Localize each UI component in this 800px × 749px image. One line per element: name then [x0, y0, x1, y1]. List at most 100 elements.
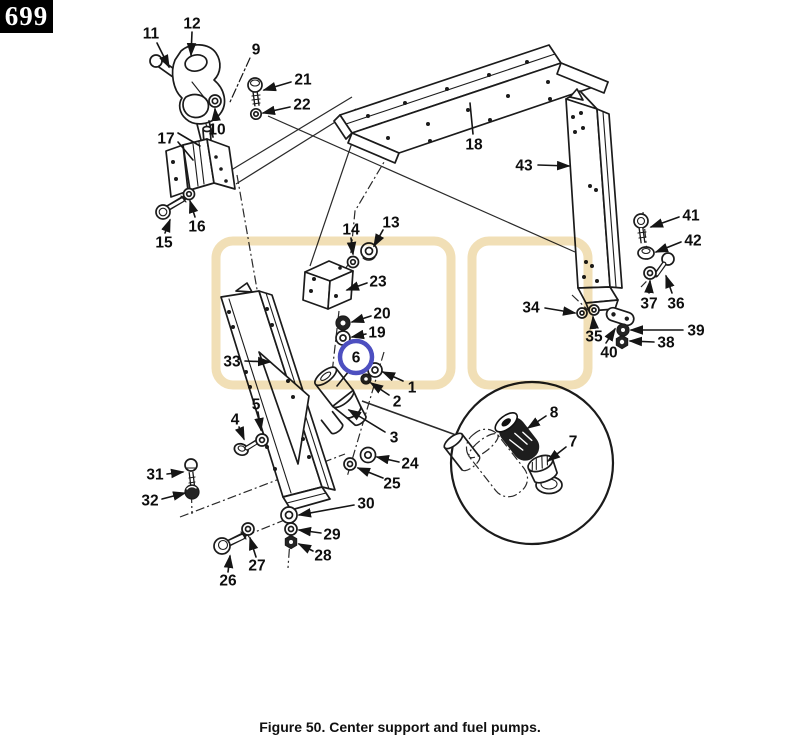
leader-line-2 [369, 382, 390, 396]
leader-line-4 [234, 426, 245, 441]
leader-line-14 [346, 237, 357, 256]
part-label-25: 25 [383, 476, 401, 493]
leader-line-18 [469, 102, 474, 135]
part-label-29: 29 [323, 527, 341, 544]
leader-line-17 [177, 141, 194, 161]
part-label-3: 3 [390, 430, 399, 447]
part-label-4: 4 [231, 412, 240, 429]
part-label-16: 16 [188, 219, 206, 236]
part-label-9: 9 [252, 42, 261, 59]
leader-line-22 [261, 105, 291, 116]
leader-line-5 [254, 411, 264, 432]
figure-caption: Figure 50. Center support and fuel pumps… [259, 719, 541, 735]
part-label-32: 32 [141, 493, 158, 510]
part-hook-nut [208, 94, 222, 108]
leader-line-35 [589, 315, 599, 330]
part-nut-16 [182, 187, 196, 201]
detail-inset-circle [443, 380, 615, 546]
leader-line-25 [356, 467, 384, 479]
part-bolt-21 [247, 77, 263, 107]
leader-line-3 [347, 409, 386, 433]
highlight-circle [337, 338, 375, 376]
leader-line-10 [211, 107, 221, 122]
part-label-5: 5 [252, 397, 261, 414]
part-label-22: 22 [293, 97, 310, 114]
leader-line-13 [373, 229, 385, 248]
leader-line-31 [166, 468, 185, 479]
part-label-36: 36 [667, 296, 685, 313]
part-label-21: 21 [294, 72, 312, 89]
part-filter-element-8 [494, 412, 540, 461]
leader-line-34 [544, 306, 577, 316]
leader-line-33 [244, 356, 272, 367]
leader-line-30 [297, 504, 355, 518]
part-center-support-33 [220, 282, 336, 511]
part-label-38: 38 [657, 335, 675, 352]
part-label-18: 18 [465, 137, 483, 154]
leader-line-36 [665, 274, 675, 294]
leader-line-17 [177, 132, 201, 147]
leader-line-15 [161, 218, 171, 234]
leader-line-37 [644, 279, 654, 294]
part-label-41: 41 [682, 208, 700, 225]
part-label-7: 7 [569, 434, 578, 451]
part-label-15: 15 [155, 235, 173, 252]
part-label-6: 6 [352, 350, 361, 367]
leader-line-20 [350, 313, 372, 323]
leader-line-11 [156, 42, 170, 69]
leader-line-1 [381, 371, 404, 382]
part-label-40: 40 [600, 345, 617, 362]
watermark-rounded-rect [467, 236, 593, 390]
part-nut-22 [249, 107, 263, 121]
leader-line-41 [649, 216, 680, 228]
leader-line-21 [262, 81, 292, 92]
leader-line-6 [336, 370, 350, 387]
part-label-19: 19 [368, 325, 386, 342]
leader-line-42 [654, 241, 682, 253]
leader-line-12 [186, 31, 197, 57]
part-label-10: 10 [208, 122, 225, 139]
part-right-support-channel-43 [565, 88, 623, 312]
watermark-rounded-rect [211, 236, 456, 390]
leader-line-28 [297, 543, 314, 554]
watermark-layer [211, 236, 593, 390]
part-label-39: 39 [687, 323, 705, 340]
part-label-33: 33 [223, 354, 241, 371]
part-label-12: 12 [183, 16, 200, 33]
part-label-43: 43 [515, 158, 533, 175]
part-label-26: 26 [219, 573, 237, 590]
part-label-42: 42 [684, 233, 701, 250]
part-label-20: 20 [373, 306, 390, 323]
part-label-8: 8 [550, 405, 559, 422]
part-mounting-bracket-23 [302, 260, 354, 310]
leader-line-27 [249, 536, 259, 558]
leader-line-19 [350, 329, 367, 340]
part-label-13: 13 [382, 215, 400, 232]
part-label-1: 1 [408, 380, 417, 397]
leader-line-24 [375, 454, 400, 465]
leader-line-7 [546, 446, 567, 462]
leader-line-16 [188, 199, 199, 218]
leader-line-23 [345, 281, 368, 291]
part-label-34: 34 [522, 300, 540, 317]
leader-line-38 [628, 336, 655, 347]
leader-line-32 [161, 491, 187, 501]
part-label-14: 14 [342, 222, 360, 239]
part-label-11: 11 [143, 26, 160, 43]
part-clevis-bracket [165, 125, 236, 198]
leader-line-40 [604, 327, 616, 344]
part-cap-7 [527, 454, 563, 495]
leader-line-29 [297, 526, 322, 537]
page-number-badge: 699 [0, 0, 53, 33]
part-label-24: 24 [401, 456, 419, 473]
part-label-35: 35 [585, 329, 603, 346]
leader-line-43 [537, 160, 571, 171]
part-label-30: 30 [357, 496, 374, 513]
part-label-2: 2 [393, 394, 402, 411]
part-label-31: 31 [146, 467, 164, 484]
hardware-bottom [184, 433, 298, 555]
part-fuel-pump-channel-18 [333, 44, 609, 164]
